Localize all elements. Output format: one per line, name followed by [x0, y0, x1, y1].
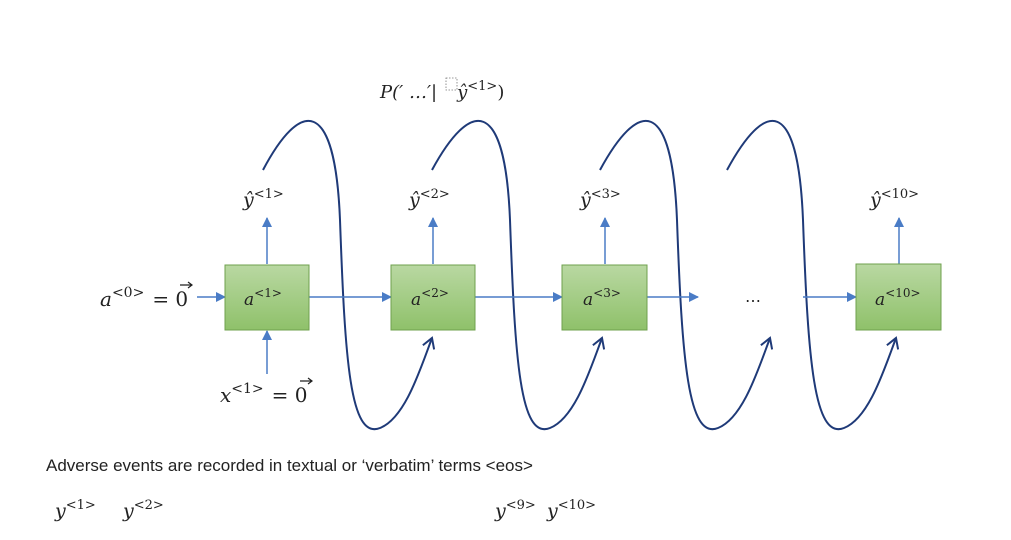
initial-input-label: x<1>= 0	[220, 381, 308, 407]
rnn-cell-10: a<10>	[855, 263, 942, 331]
sampling-curve-1	[262, 119, 436, 431]
output-label-3: ŷ<3>	[579, 187, 621, 211]
vector-arrow-x1	[300, 377, 313, 385]
cell-1-sup: <1>	[254, 286, 282, 300]
cell-10-sup: <10>	[885, 286, 920, 300]
cell-1-label: a	[244, 290, 254, 310]
cell-2-sup: <2>	[421, 286, 449, 300]
sampling-curve-3	[599, 119, 774, 431]
cell-10-label: a	[875, 290, 885, 310]
vector-arrow-a0	[180, 281, 193, 289]
cell-2-label: a	[411, 290, 421, 310]
rnn-cell-3: a<3>	[561, 264, 648, 331]
output-label-2: ŷ<2>	[408, 187, 450, 211]
initial-activation-label: a<0>= 0	[100, 285, 188, 311]
output-label-10: ŷ<10>	[869, 187, 919, 211]
svg-text:a<10>: a<10>	[875, 286, 921, 310]
sampling-curve-4	[726, 119, 900, 431]
svg-text:a<3>: a<3>	[583, 286, 621, 310]
placeholder-box	[445, 77, 458, 91]
probability-label: P(′ …′|ŷ<1>)	[379, 79, 504, 103]
sequence-token-1: y<1>	[54, 498, 96, 522]
cell-3-sup: <3>	[593, 286, 621, 300]
rnn-cell-2: a<2>	[390, 264, 476, 331]
ellipsis: …	[745, 287, 761, 306]
example-sentence: Adverse events are recorded in textual o…	[46, 456, 533, 475]
sequence-token-2: y<2>	[122, 498, 164, 522]
svg-text:a<2>: a<2>	[411, 286, 449, 310]
output-label-1: ŷ<1>	[242, 187, 284, 211]
sequence-token-10: y<10>	[546, 498, 596, 522]
cell-3-label: a	[583, 290, 593, 310]
sequence-token-9: y<9>	[494, 498, 536, 522]
sampling-curve-2	[431, 119, 606, 431]
rnn-cell-1: a<1>	[224, 264, 310, 331]
svg-text:a<1>: a<1>	[244, 286, 282, 310]
